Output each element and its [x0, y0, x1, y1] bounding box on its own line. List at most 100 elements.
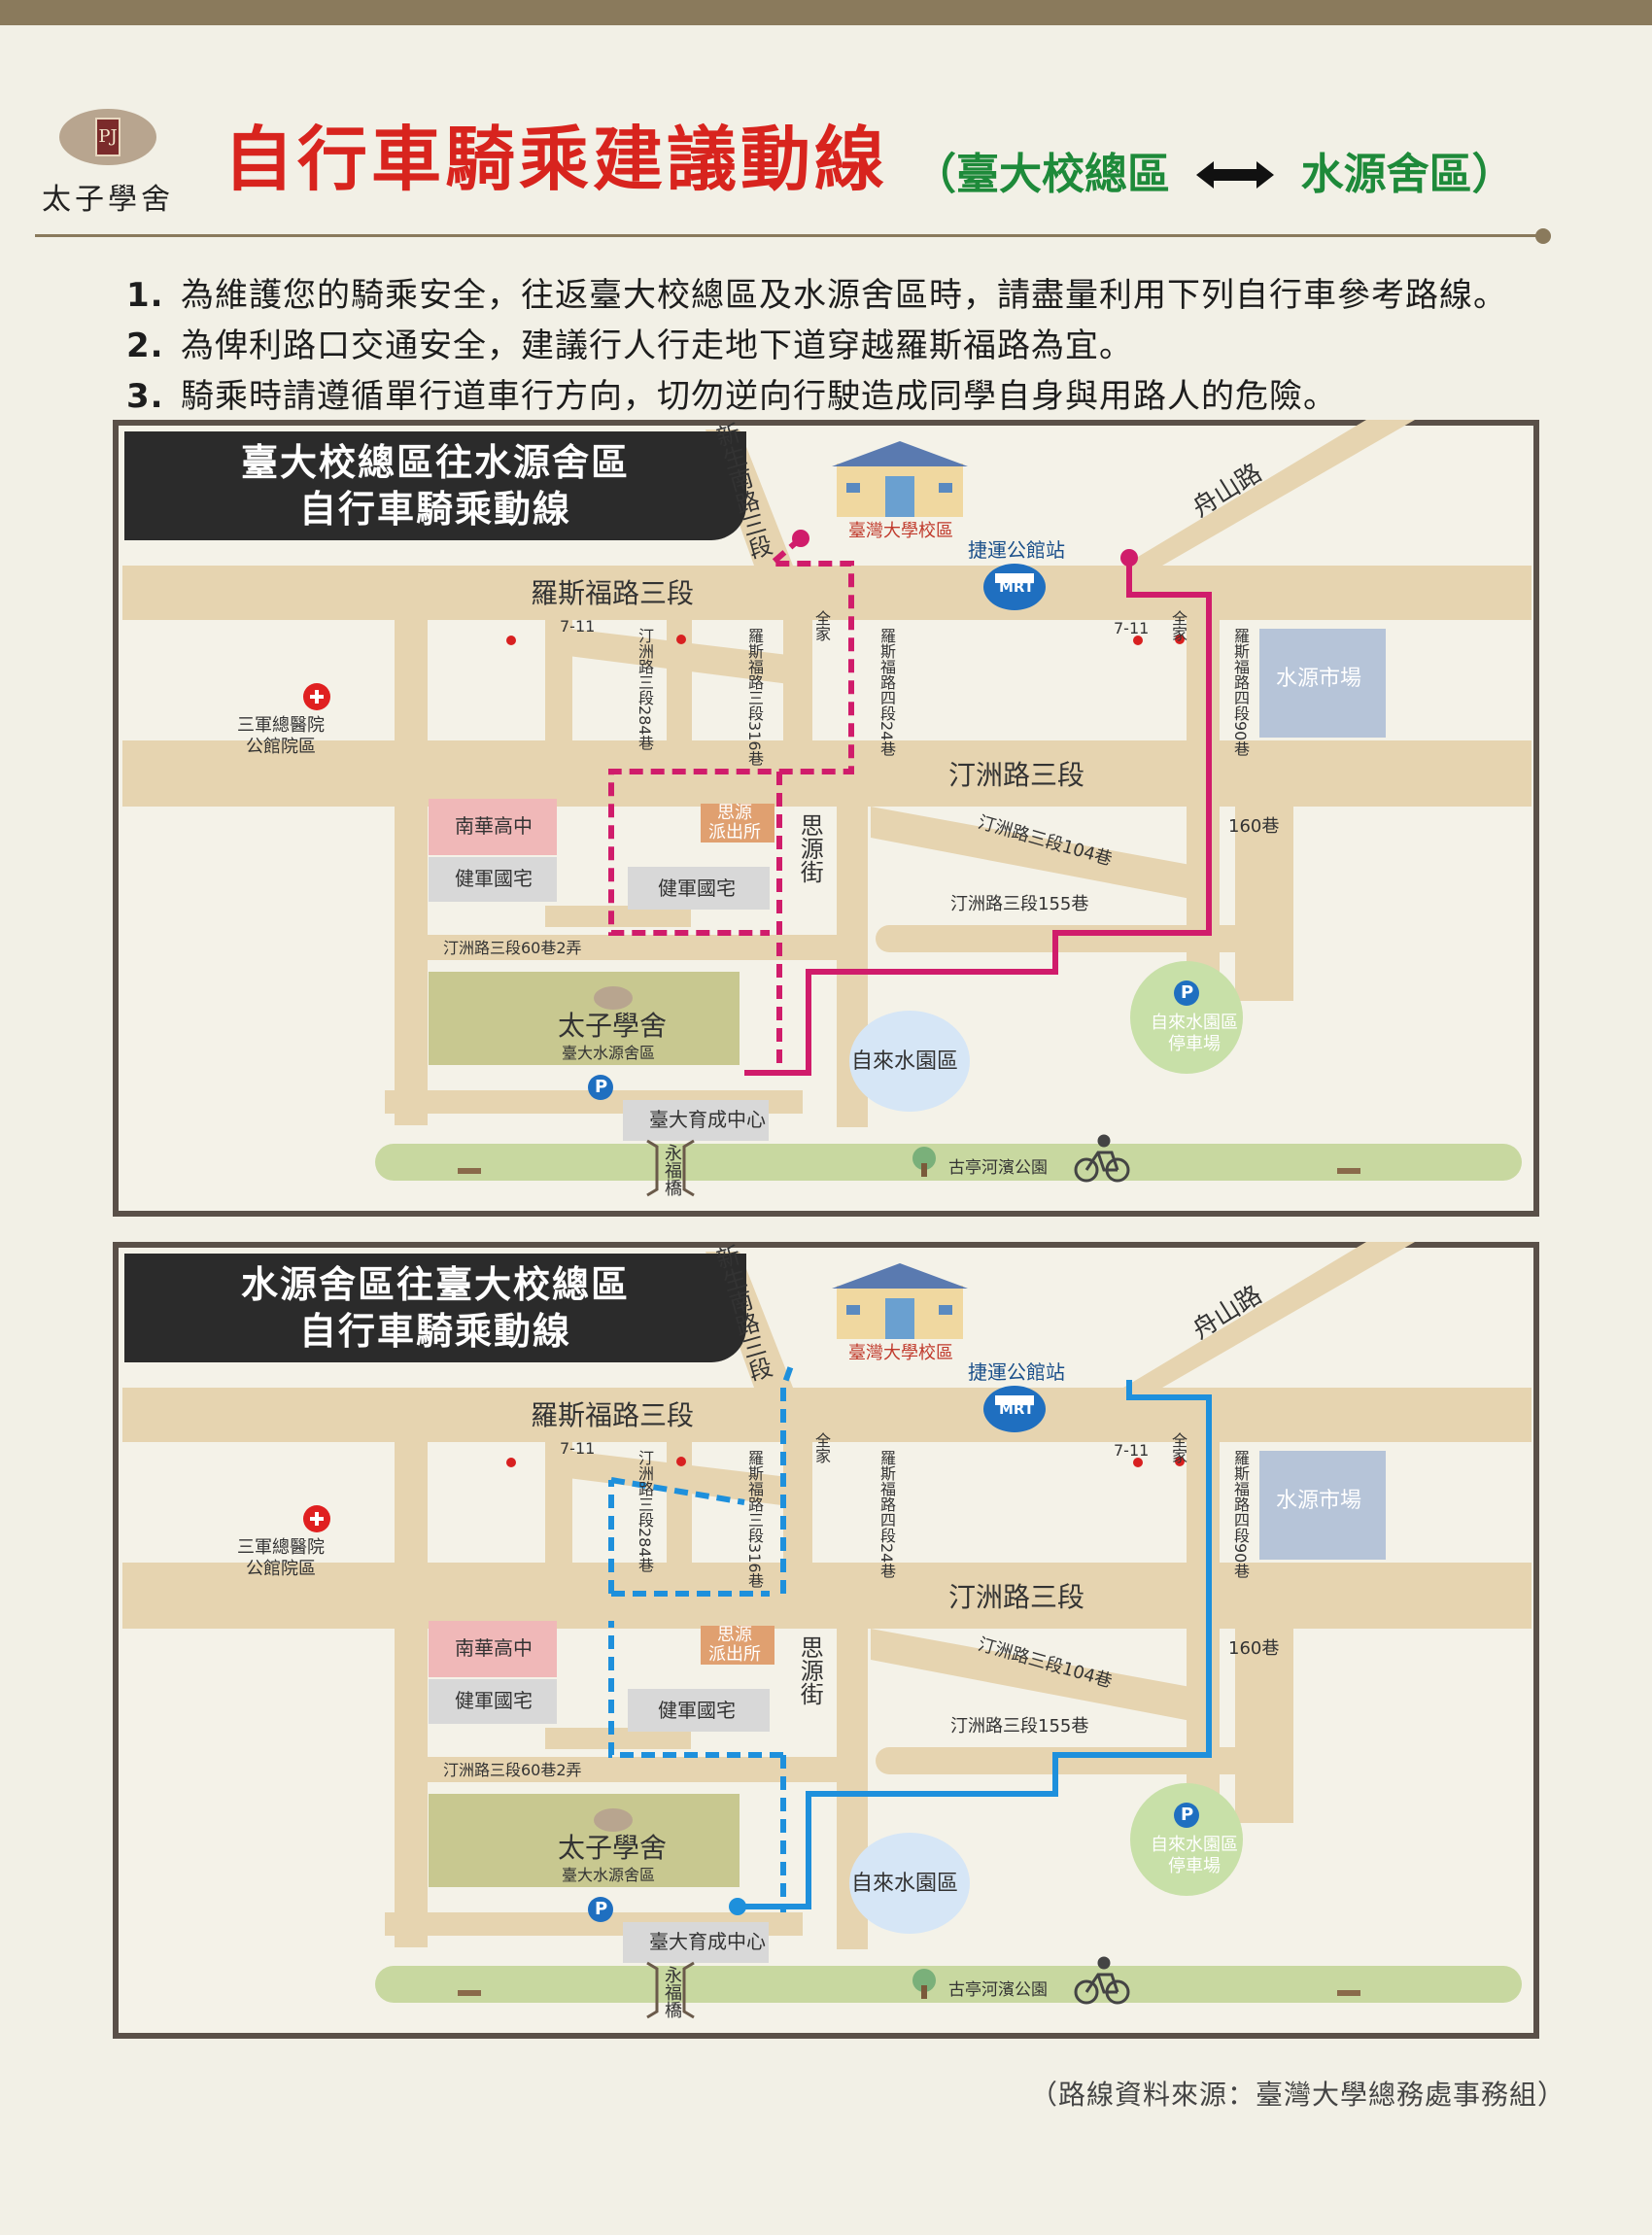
- note-item: 1.為維護您的騎乘安全，往返臺大校總區及水源舍區時，請盡量利用下列自行車參考路線…: [126, 270, 1565, 321]
- housing-block-2: [628, 1689, 770, 1732]
- campus-building-icon: [832, 441, 968, 517]
- label-water-park: 自來水園區: [851, 1872, 959, 1896]
- label-parking: P: [595, 1899, 608, 1919]
- notes-list: 1.為維護您的騎乘安全，往返臺大校總區及水源舍區時，請盡量利用下列自行車參考路線…: [126, 270, 1565, 422]
- label-dorm-name: 太子學舍: [558, 1010, 668, 1042]
- label-ntu-campus: 臺灣大學校區: [848, 1343, 953, 1363]
- label-tingzhou-155: 汀洲路三段155巷: [950, 1716, 1089, 1736]
- label-lane-60-2: 汀洲路三段60巷2弄: [443, 939, 582, 957]
- bench-icon: [1337, 1168, 1360, 1174]
- note-item: 2. 為俾利路口交通安全，建議行人行走地下道穿越羅斯福路為宜。: [126, 321, 1565, 371]
- bike-route: [608, 1358, 1212, 1915]
- header-divider-dot: [1535, 228, 1551, 244]
- bridge-marks: [646, 1139, 695, 1197]
- bike-route: [608, 530, 1212, 1076]
- label-siyuan-street: 思源街: [796, 1635, 824, 1705]
- housing-block-2: [628, 867, 770, 910]
- logo: PJ 太子學舍: [35, 109, 181, 218]
- police-block: [701, 1626, 774, 1665]
- label-water-park: 自來水園區: [851, 1049, 959, 1074]
- label-parking: P: [1181, 982, 1194, 1003]
- label-tingzhou-road: 汀洲路三段: [948, 1581, 1085, 1613]
- bench-icon: [458, 1168, 481, 1174]
- label-familymart: 全家: [812, 1432, 831, 1463]
- note-number: 3.: [126, 377, 164, 416]
- note-text: 騎乘時請遵循單行道車行方向，切勿逆向行駛造成同學自身與用路人的危險。: [181, 377, 1337, 416]
- dorm-block: [429, 972, 740, 1065]
- seven-eleven-marker: [506, 1458, 516, 1467]
- label-familymart: 全家: [1169, 1432, 1187, 1463]
- logo-mark: PJ: [59, 109, 156, 165]
- label-nanhua-hs: 南華高中: [455, 814, 533, 838]
- housing-block-1: [429, 857, 557, 902]
- label-police-station: 思源 派出所: [708, 1625, 761, 1665]
- center-block: [623, 1100, 769, 1141]
- nanhua-block: [429, 799, 557, 855]
- header-divider: [35, 234, 1543, 237]
- panel-label-line1: 水源舍區往臺大校總區: [240, 1263, 630, 1306]
- water-park-pond: [849, 1833, 970, 1934]
- label-roosevelt4-24: 羅斯福路四段24巷: [878, 1450, 896, 1579]
- page-subtitle: （臺大校總區 水源舍區）: [913, 154, 1515, 196]
- bench-icon: [458, 1990, 481, 1996]
- label-seven-eleven: 7-11: [1114, 1441, 1150, 1460]
- panel-label: 臺大校總區往水源舍區自行車騎乘動線: [124, 431, 746, 540]
- route-segment-dashed: [608, 1477, 745, 1594]
- label-seven-eleven: 7-11: [1114, 619, 1150, 637]
- logo-emblem: PJ: [95, 118, 120, 156]
- familymart-marker: [676, 635, 686, 644]
- source-note: （路線資料來源：臺灣大學總務處事務組）: [1030, 2079, 1566, 2111]
- double-arrow-icon: [1196, 161, 1275, 189]
- label-shuiyuan-market: 水源市場: [1276, 1489, 1362, 1513]
- label-lane-60-2: 汀洲路三段60巷2弄: [443, 1761, 582, 1779]
- label-roosevelt4-90: 羅斯福路四段90巷: [1231, 628, 1250, 757]
- label-mrt-station: 捷運公館站: [968, 1360, 1065, 1384]
- panel-label-line2: 自行車騎乘動線: [298, 1310, 571, 1353]
- label-police-station: 思源 派出所: [708, 803, 761, 842]
- market-block: [1259, 629, 1386, 738]
- label-lane-160: 160巷: [1228, 1638, 1280, 1659]
- mrt-icon: [983, 564, 1046, 610]
- label-tingzhou-155: 汀洲路三段155巷: [950, 894, 1089, 914]
- familymart-marker: [1175, 635, 1185, 644]
- dorm-logo-icon: [594, 986, 633, 1010]
- dorm-block: [429, 1794, 740, 1887]
- subtitle-right: 水源舍區）: [1300, 150, 1515, 199]
- water-park-parking-area: [1130, 961, 1243, 1074]
- parking-icon: [1174, 980, 1199, 1006]
- label-mrt-station: 捷運公館站: [968, 538, 1065, 562]
- label-guting-park: 古亭河濱公園: [948, 1158, 1048, 1178]
- parking-icon: [588, 1897, 613, 1922]
- note-text: 為維護您的騎乘安全，往返臺大校總區及水源舍區時，請盡量利用下列自行車參考路線。: [181, 276, 1507, 315]
- parking-icon: [1174, 1803, 1199, 1828]
- route-segment-solid: [738, 1380, 1212, 1909]
- note-text: 為俾利路口交通安全，建議行人行走地下道穿越羅斯福路為宜。: [181, 327, 1133, 365]
- label-roosevelt-316: 羅斯福路三段316巷: [745, 1450, 764, 1589]
- label-familymart: 全家: [1169, 610, 1187, 641]
- label-military-housing: 健軍國宅: [658, 1699, 736, 1722]
- label-roosevelt4-90: 羅斯福路四段90巷: [1231, 1450, 1250, 1579]
- note-item: 3. 騎乘時請遵循單行道車行方向，切勿逆向行駛造成同學自身與用路人的危險。: [126, 371, 1565, 422]
- page-title: 自行車騎乘建議動線: [224, 119, 889, 200]
- route-segment-dashed: [608, 1621, 783, 1758]
- label-tingzhou-road: 汀洲路三段: [948, 759, 1085, 791]
- seven-eleven-marker: [1133, 1458, 1143, 1467]
- map-canvas: [113, 1242, 1539, 2039]
- label-ntu-center: 臺大育成中心: [649, 1108, 766, 1131]
- label-hospital: 三軍總醫院 公館院區: [237, 1537, 325, 1579]
- bridge-marks: [646, 1961, 695, 2019]
- label-yongfu-bridge: 永福橋: [662, 1144, 682, 1196]
- dorm-logo-icon: [594, 1808, 633, 1832]
- logo-text: 太子學舍: [42, 183, 174, 217]
- seven-eleven-marker: [506, 636, 516, 645]
- label-roosevelt4-24: 羅斯福路四段24巷: [878, 628, 896, 757]
- panel-label-line1: 臺大校總區往水源舍區: [240, 441, 630, 484]
- label-yongfu-bridge: 永福橋: [662, 1966, 682, 2018]
- route-segment-dashed: [780, 1358, 796, 1594]
- label-parking: P: [595, 1077, 608, 1097]
- campus-building-icon: [832, 1263, 968, 1339]
- label-parking: P: [1181, 1805, 1194, 1825]
- bicycle-icon: [1074, 1956, 1130, 2005]
- top-bar: [0, 0, 1652, 25]
- note-number: 2.: [126, 327, 164, 365]
